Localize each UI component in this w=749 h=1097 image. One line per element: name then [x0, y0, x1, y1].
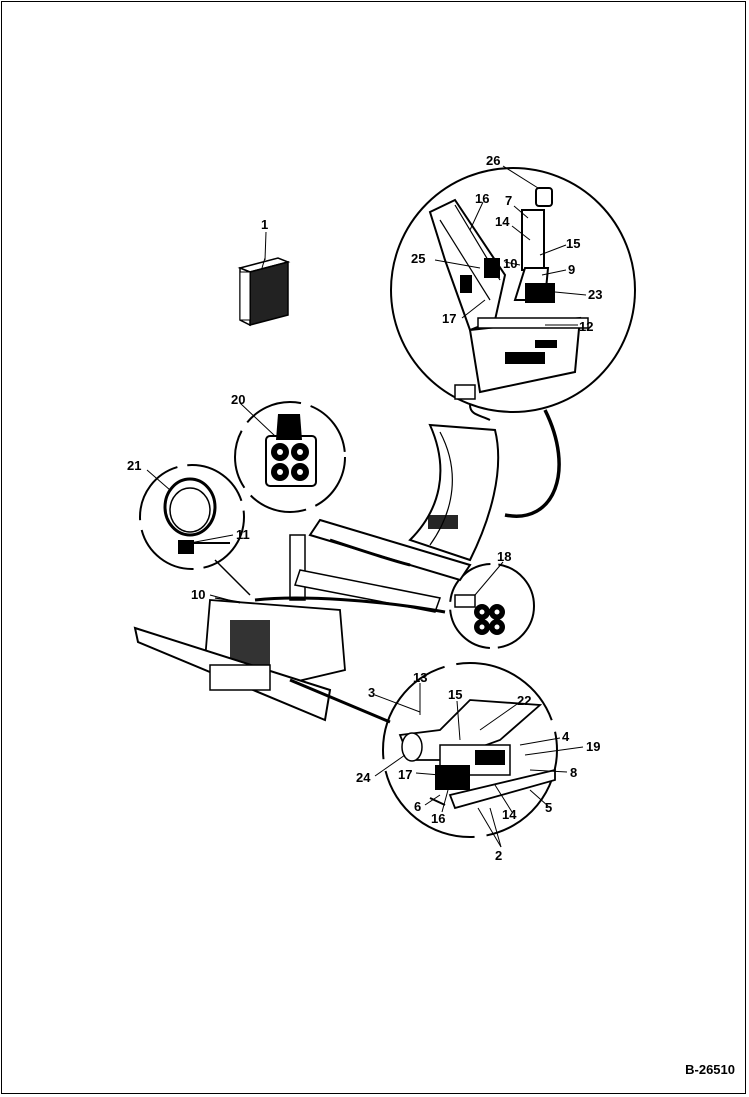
callout-15: 15 [566, 236, 580, 251]
callout-22: 22 [517, 693, 531, 708]
callout-19: 19 [586, 739, 600, 754]
callout-24: 24 [356, 770, 371, 785]
callout-6: 6 [414, 799, 421, 814]
callout-21: 21 [127, 458, 141, 473]
reference-number: B-26510 [685, 1062, 735, 1077]
callout-3: 3 [368, 685, 375, 700]
callout-18: 18 [497, 549, 511, 564]
callout-20: 20 [231, 392, 245, 407]
callout-2: 2 [495, 848, 502, 863]
callout-16: 16 [475, 191, 489, 206]
detail-circle-top [390, 167, 636, 421]
callout-25: 25 [411, 251, 425, 266]
detail-circle-connector [234, 401, 346, 513]
callout-8: 8 [570, 765, 577, 780]
callout-12: 12 [579, 319, 593, 334]
callout-7: 7 [505, 193, 512, 208]
callout-10-left: 10 [191, 587, 205, 602]
callout-14: 14 [495, 214, 510, 229]
callout-26: 26 [486, 153, 500, 168]
callout-10: 10 [503, 256, 517, 271]
callout-5: 5 [545, 800, 552, 815]
detail-circle-plug [449, 563, 535, 649]
callout-15-bottom: 15 [448, 687, 462, 702]
callout-4: 4 [562, 729, 570, 744]
callout-17: 17 [442, 311, 456, 326]
leader-lines [146, 165, 587, 848]
callout-11: 11 [236, 527, 250, 542]
callout-17-bottom: 17 [398, 767, 412, 782]
detail-circle-bottom [382, 662, 558, 838]
part-box [237, 257, 291, 327]
callout-1: 1 [261, 217, 268, 232]
callout-13: 13 [413, 670, 427, 685]
main-frame [133, 423, 500, 724]
callout-labels: 1 26 7 16 14 15 25 10 9 23 17 12 20 21 1… [127, 153, 602, 863]
callout-14-bottom: 14 [502, 807, 517, 822]
callout-16-bottom: 16 [431, 811, 445, 826]
detail-circle-cable-tie [139, 464, 245, 570]
callout-9: 9 [568, 262, 575, 277]
callout-23: 23 [588, 287, 602, 302]
